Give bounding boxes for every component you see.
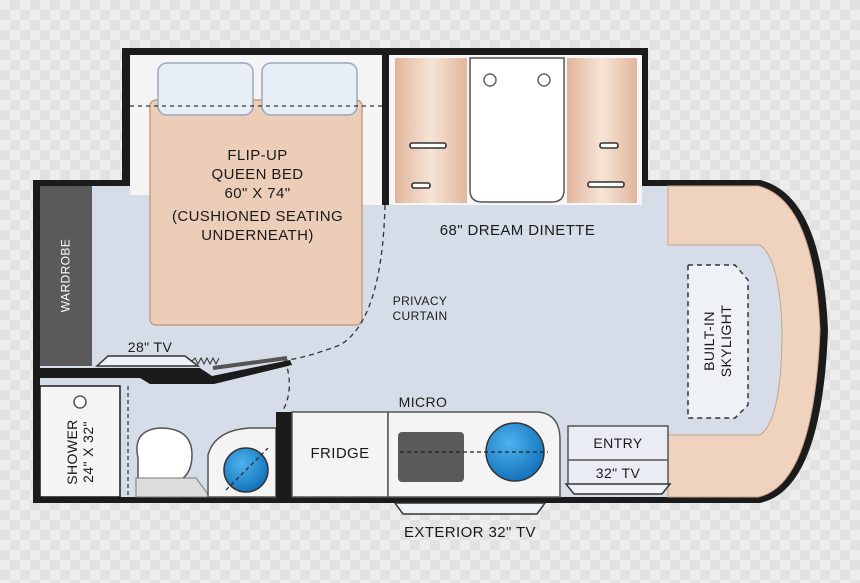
dinette-bench-left <box>395 58 467 203</box>
bath-door <box>212 356 288 370</box>
toilet <box>136 427 193 486</box>
bed-label-line2: QUEEN BED <box>211 166 304 183</box>
dinette-table <box>469 57 565 203</box>
bathroom-wall <box>40 360 292 384</box>
door-hinge-icon <box>191 356 220 366</box>
bed-label-line5: UNDERNEATH) <box>201 227 314 244</box>
exterior-tv-label: EXTERIOR 32" TV <box>404 524 536 541</box>
skylight-label-line1: BUILT-IN <box>701 311 717 371</box>
bath-sink-dash <box>225 447 269 491</box>
window-ledge-left <box>130 55 150 195</box>
entry-cabinet <box>567 425 669 487</box>
tv-32-mount <box>564 483 672 495</box>
cup-holder-left <box>483 73 497 87</box>
privacy-curtain-label: PRIVACY CURTAIN <box>385 294 455 324</box>
bed-label-line4: (CUSHIONED SEATING <box>171 208 344 225</box>
skylight-label: BUILT-IN SKYLIGHT <box>701 281 735 401</box>
entry-label: ENTRY <box>593 435 643 451</box>
cab-seating <box>667 185 821 498</box>
micro-label: MICRO <box>398 394 448 410</box>
wardrobe-label: WARDROBE <box>58 238 73 313</box>
queen-bed <box>149 99 363 326</box>
cooktop <box>398 432 464 482</box>
bed-label: FLIP-UP QUEEN BED 60" X 74" (CUSHIONED S… <box>170 146 345 245</box>
seatbelt-icon <box>409 142 625 189</box>
skylight-outline <box>687 264 749 419</box>
bed-label-line1: FLIP-UP <box>227 147 288 164</box>
bedroom-divider <box>382 55 389 205</box>
fridge <box>291 411 389 498</box>
tv-32-label: 32" TV <box>595 465 641 481</box>
privacy-label-line1: PRIVACY <box>392 294 448 308</box>
tv-28-mount <box>95 355 201 367</box>
skylight-label-line2: SKYLIGHT <box>718 304 734 378</box>
shower-label-line2: 24" X 32" <box>80 421 96 483</box>
pillow-right <box>261 62 358 116</box>
window-ledge-right <box>362 55 382 205</box>
bed-label-line3: 60" X 74" <box>224 185 291 202</box>
shower-label-line1: SHOWER <box>64 419 80 485</box>
tv-28-label: 28" TV <box>127 339 173 355</box>
shower-label: SHOWER 24" X 32" <box>64 397 96 507</box>
shower-drain-icon <box>73 395 87 409</box>
fridge-label: FRIDGE <box>310 445 370 462</box>
privacy-curtain-path <box>282 204 386 361</box>
galley-wall <box>276 412 292 497</box>
wardrobe-cabinet <box>40 186 92 366</box>
dinette-bench-right <box>567 58 637 203</box>
cup-holder-right <box>537 73 551 87</box>
dinette-label: 68" DREAM DINETTE <box>439 222 596 239</box>
privacy-label-line2: CURTAIN <box>392 309 448 323</box>
pillow-left <box>157 62 254 116</box>
exterior-tv-mount <box>393 502 547 515</box>
